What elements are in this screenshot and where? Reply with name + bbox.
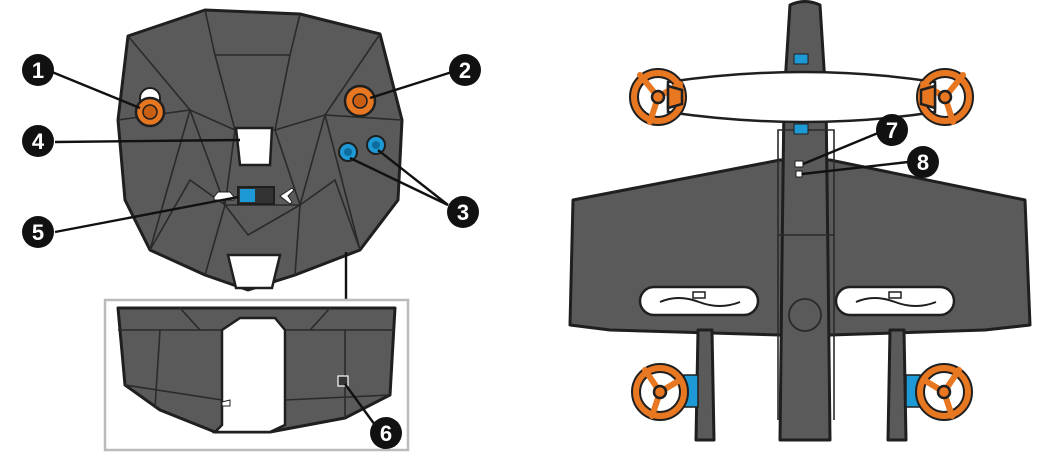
- right-wing-fan: [834, 285, 956, 317]
- remote-controller: [116, 8, 404, 292]
- callout-6: 6: [370, 417, 402, 449]
- callout-7: 7: [876, 114, 908, 146]
- svg-text:6: 6: [380, 421, 392, 446]
- power-switch: [794, 160, 804, 168]
- front-wing: [666, 70, 937, 124]
- svg-text:4: 4: [32, 129, 45, 154]
- svg-text:1: 1: [32, 58, 44, 83]
- rear-right-propeller: [905, 363, 973, 421]
- mode-switch[interactable]: [237, 186, 275, 205]
- rear-left-propeller: [631, 363, 699, 421]
- callout-4: 4: [22, 125, 54, 157]
- remote-front-view-inset: [103, 298, 410, 452]
- fuselage: [778, 0, 832, 442]
- svg-text:3: 3: [457, 200, 469, 225]
- svg-text:8: 8: [917, 150, 929, 175]
- front-white-panel: [211, 316, 287, 434]
- callout-2: 2: [449, 54, 481, 86]
- callout-3: 3: [447, 196, 479, 228]
- right-joystick[interactable]: [343, 84, 377, 118]
- front-left-propeller: [629, 68, 687, 126]
- left-wing-fan: [638, 285, 760, 317]
- pairing-button: [795, 170, 803, 178]
- left-joystick[interactable]: [134, 87, 166, 128]
- front-right-propeller: [916, 68, 974, 126]
- bottom-panel: [226, 253, 282, 290]
- airplane-icon: [279, 187, 295, 205]
- callout-8: 8: [907, 146, 939, 178]
- charge-port: [337, 375, 349, 387]
- callout-5: 5: [22, 216, 54, 248]
- svg-text:7: 7: [886, 118, 898, 143]
- svg-text:2: 2: [459, 58, 471, 83]
- leader-lines: [51, 70, 909, 426]
- center-panel: [234, 126, 274, 167]
- aircraft: [568, 0, 1032, 442]
- svg-text:5: 5: [32, 220, 44, 245]
- callout-1: 1: [22, 54, 54, 86]
- fuselage-hatch: [788, 298, 822, 332]
